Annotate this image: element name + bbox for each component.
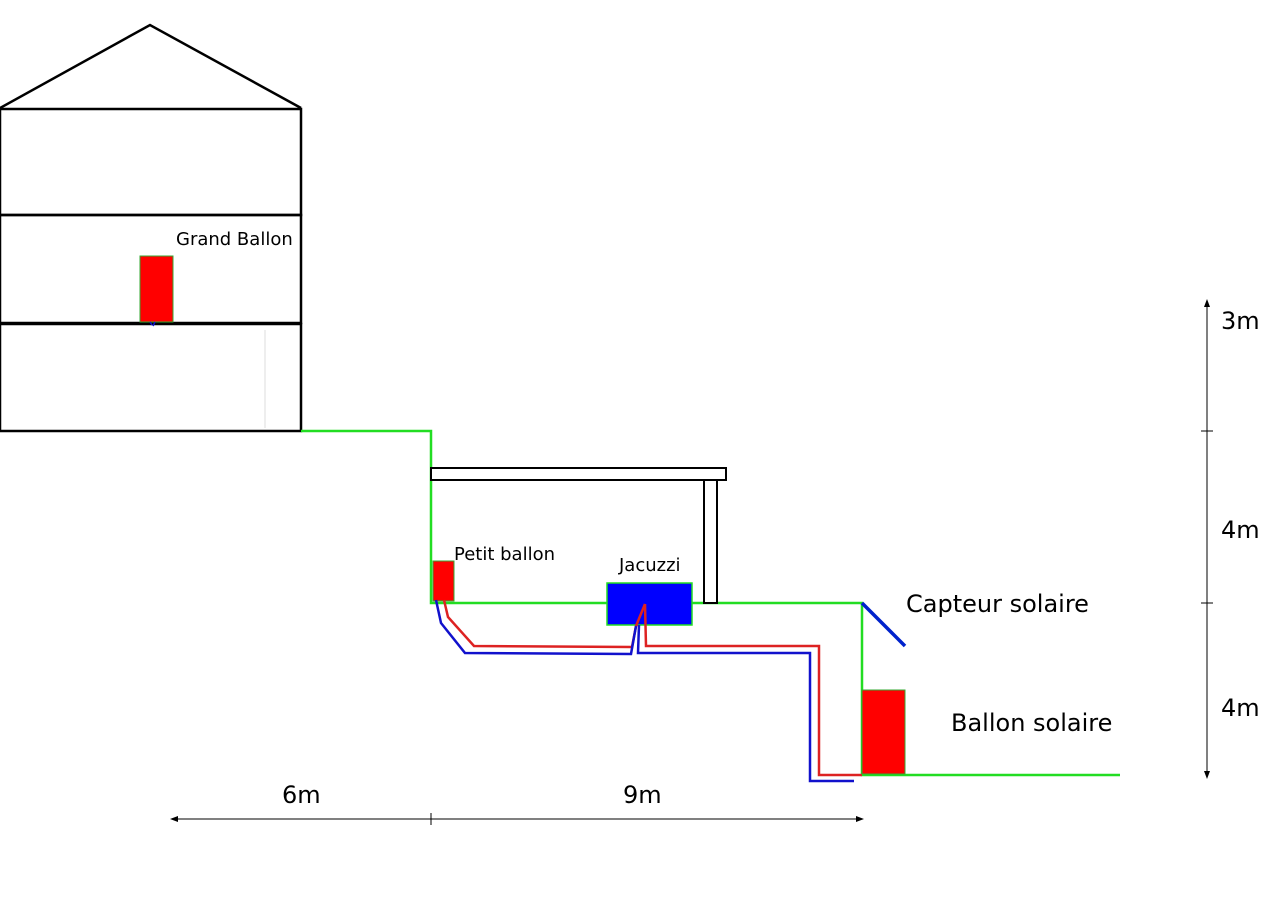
grand-ballon-pipe-stub xyxy=(149,321,156,327)
vertical-dimension: 3m 4m 4m xyxy=(1201,299,1260,779)
dimension-4m-upper: 4m xyxy=(1221,516,1260,544)
arrowhead-bottom xyxy=(1204,771,1210,779)
pergola xyxy=(430,467,727,604)
arrowhead-right xyxy=(856,816,864,822)
label-jacuzzi: Jacuzzi xyxy=(618,555,681,576)
label-petit-ballon: Petit ballon xyxy=(454,544,555,565)
house-floor-bottom xyxy=(0,322,303,433)
label-grand-ballon: Grand Ballon xyxy=(176,229,293,250)
cold-pipe-jacuzzi-to-solar xyxy=(636,624,854,783)
dimension-3m: 3m xyxy=(1221,307,1260,335)
house-roof xyxy=(0,23,302,110)
pergola-post xyxy=(703,479,718,604)
jacuzzi-tub xyxy=(606,582,693,626)
arrowhead-top xyxy=(1204,299,1210,307)
house xyxy=(0,23,303,433)
grand-ballon-tank xyxy=(139,255,174,323)
solar-collector-panel xyxy=(860,601,907,648)
pergola-roof xyxy=(430,467,727,481)
hot-pipe-petit-to-jacuzzi xyxy=(442,599,647,649)
house-floor-top xyxy=(0,107,303,217)
dimension-4m-lower: 4m xyxy=(1221,694,1260,722)
horizontal-dimension: 6m 9m xyxy=(170,781,864,825)
ballon-solaire-tank xyxy=(861,689,906,775)
dimension-6m: 6m xyxy=(282,781,321,809)
label-capteur-solaire: Capteur solaire xyxy=(906,590,1089,618)
dimension-9m: 9m xyxy=(623,781,662,809)
arrowhead-left xyxy=(170,816,178,822)
petit-ballon-tank xyxy=(432,560,455,602)
cold-pipe-petit-to-jacuzzi xyxy=(434,599,638,656)
hot-pipe-jacuzzi-to-solar xyxy=(643,603,862,777)
label-ballon-solaire: Ballon solaire xyxy=(951,709,1112,737)
